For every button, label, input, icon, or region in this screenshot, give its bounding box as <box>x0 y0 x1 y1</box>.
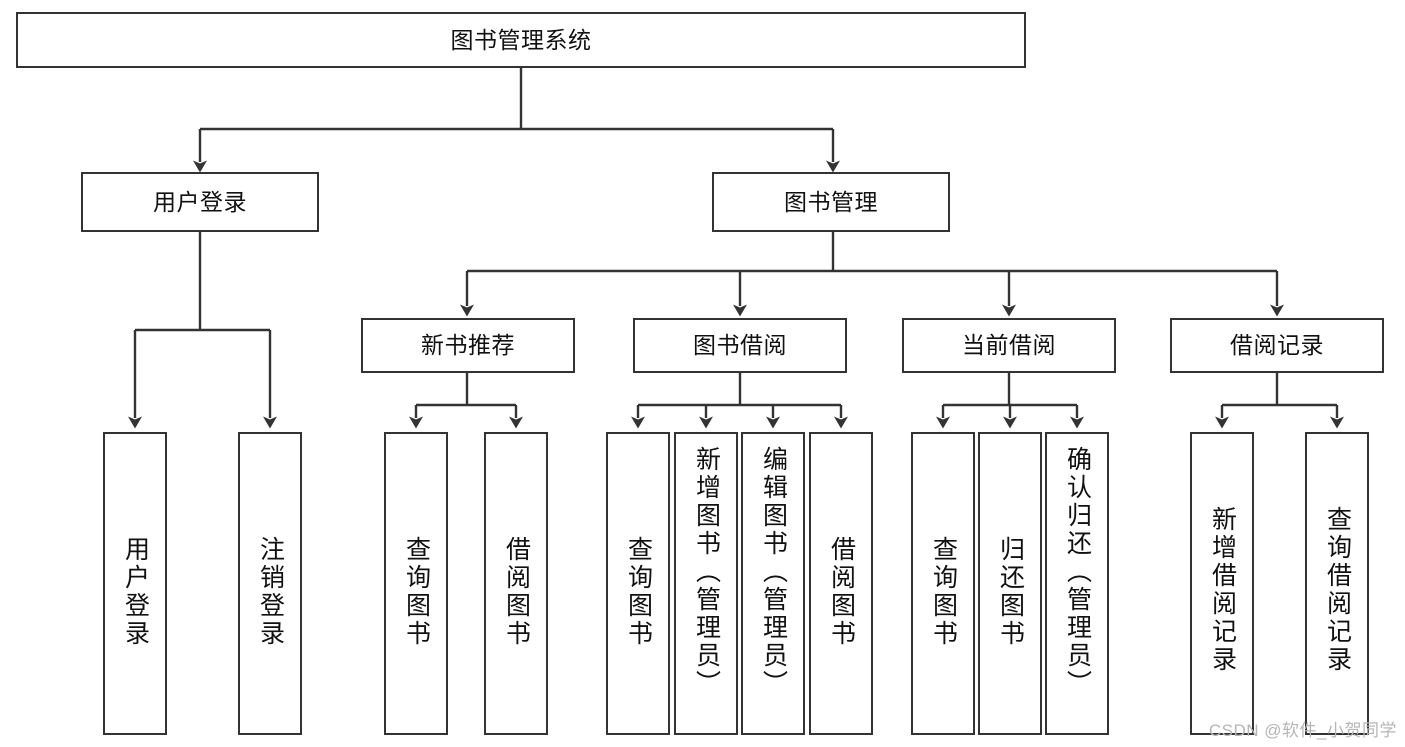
leaf-logout[interactable]: 注销登录 <box>238 432 302 735</box>
node-current-borrow-label: 当前借阅 <box>962 332 1056 359</box>
leaf-add-book-admin[interactable]: 新增图书（管理员） <box>674 432 738 735</box>
leaf-query-book-current-label: 查询图书 <box>929 536 958 648</box>
leaf-user-login[interactable]: 用户登录 <box>103 432 167 735</box>
node-borrow-record[interactable]: 借阅记录 <box>1170 318 1384 373</box>
leaf-query-book-borrow-label: 查询图书 <box>624 536 653 648</box>
leaf-query-book-borrow[interactable]: 查询图书 <box>606 432 670 735</box>
leaf-query-borrow-record[interactable]: 查询借阅记录 <box>1305 432 1369 735</box>
node-root-label: 图书管理系统 <box>450 26 592 53</box>
leaf-return-book-label: 归还图书 <box>996 536 1025 648</box>
leaf-borrow-book-newbook-label: 借阅图书 <box>502 536 531 648</box>
leaf-confirm-return-admin[interactable]: 确认归还（管理员） <box>1045 432 1109 735</box>
node-book-borrow[interactable]: 图书借阅 <box>633 318 847 373</box>
node-new-book-recommend-label: 新书推荐 <box>421 332 515 359</box>
node-current-borrow[interactable]: 当前借阅 <box>902 318 1116 373</box>
leaf-add-borrow-record-label: 新增借阅记录 <box>1208 506 1237 674</box>
leaf-query-book-current[interactable]: 查询图书 <box>911 432 975 735</box>
leaf-borrow-book-borrow[interactable]: 借阅图书 <box>809 432 873 735</box>
leaf-confirm-return-admin-label: 确认归还（管理员） <box>1063 446 1092 698</box>
leaf-user-login-label: 用户登录 <box>121 536 150 648</box>
leaf-return-book[interactable]: 归还图书 <box>978 432 1042 735</box>
watermark-text: CSDN @软件_小贺同学 <box>1208 721 1397 740</box>
leaf-query-book-newbook[interactable]: 查询图书 <box>384 432 448 735</box>
leaf-logout-label: 注销登录 <box>256 536 285 648</box>
node-user-login-label: 用户登录 <box>153 188 247 215</box>
node-book-management[interactable]: 图书管理 <box>712 172 950 232</box>
leaf-edit-book-admin[interactable]: 编辑图书（管理员） <box>741 432 805 735</box>
leaf-add-book-admin-label: 新增图书（管理员） <box>692 446 721 698</box>
leaf-query-book-newbook-label: 查询图书 <box>402 536 431 648</box>
leaf-edit-book-admin-label: 编辑图书（管理员） <box>759 446 788 698</box>
node-user-login[interactable]: 用户登录 <box>81 172 319 232</box>
leaf-borrow-book-borrow-label: 借阅图书 <box>827 536 856 648</box>
node-borrow-record-label: 借阅记录 <box>1230 332 1324 359</box>
node-root[interactable]: 图书管理系统 <box>16 12 1026 68</box>
node-book-management-label: 图书管理 <box>784 188 878 215</box>
leaf-borrow-book-newbook[interactable]: 借阅图书 <box>484 432 548 735</box>
node-new-book-recommend[interactable]: 新书推荐 <box>361 318 575 373</box>
leaf-add-borrow-record[interactable]: 新增借阅记录 <box>1190 432 1254 735</box>
node-book-borrow-label: 图书借阅 <box>693 332 787 359</box>
leaf-query-borrow-record-label: 查询借阅记录 <box>1323 506 1352 674</box>
